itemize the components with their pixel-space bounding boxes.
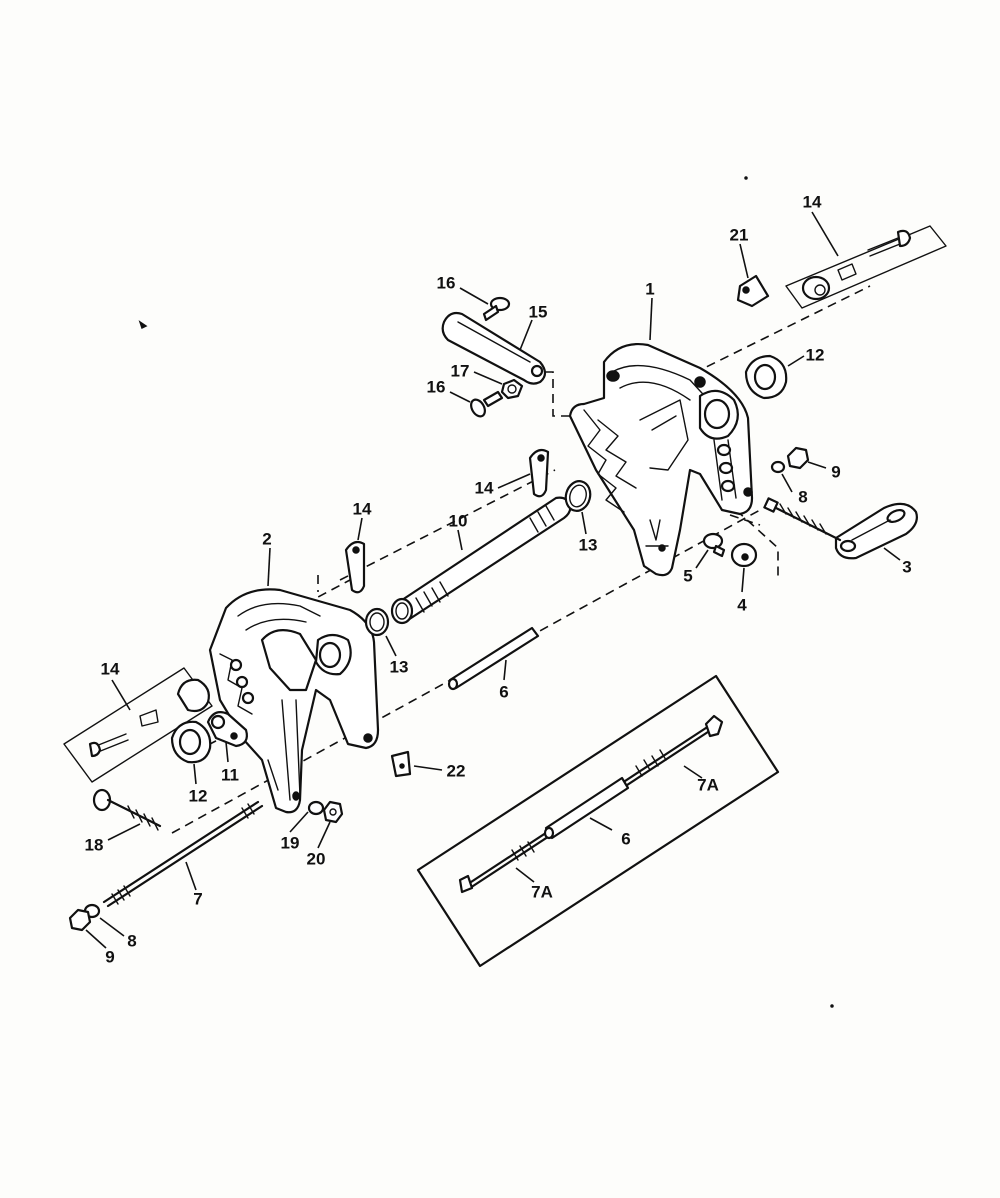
kit-box-7a: [416, 674, 780, 968]
scan-specks: [138, 176, 834, 1008]
part-11-anchor-plate: [206, 711, 248, 748]
part-18-bolt: [92, 788, 162, 831]
part-6-tube: [447, 626, 540, 691]
part-4-washer: [730, 542, 758, 568]
part-15-link-plate: [441, 311, 547, 385]
callout-3: 3: [902, 557, 911, 576]
callout-1: 1: [645, 279, 654, 298]
callout-17: 17: [451, 361, 470, 380]
part-22-clip: [390, 750, 412, 778]
part-14-tab-upper: [528, 448, 550, 498]
callout-8-right: 8: [798, 487, 807, 506]
callout-16-upper: 16: [437, 273, 456, 292]
callout-14-left-kit: 14: [101, 659, 120, 678]
part-5-bolt: [702, 532, 726, 558]
leader-lines: [85, 211, 901, 949]
callout-12-left: 12: [189, 786, 208, 805]
callout-6-kit: 6: [621, 829, 630, 848]
callout-13-lower: 13: [390, 657, 409, 676]
callout-9-left: 9: [105, 947, 114, 966]
callout-20: 20: [307, 849, 326, 868]
part-3-tilt-lever: [763, 497, 918, 560]
part-16-screw: [470, 296, 511, 418]
callout-21: 21: [730, 225, 749, 244]
part-20-nut: [322, 800, 344, 824]
part-2-clamp-bracket-port: [208, 588, 380, 814]
part-19-washer: [307, 800, 325, 816]
part-13-o-ring: [364, 480, 592, 637]
callout-7a-lower: 7A: [531, 882, 553, 901]
part-1-clamp-bracket-starboard: [568, 343, 754, 577]
callout-6-assembly: 6: [499, 682, 508, 701]
part-7-tilt-rod: [102, 800, 264, 908]
callout-14-right-kit: 14: [803, 192, 822, 211]
part-21-wedge: [736, 274, 770, 308]
callout-10: 10: [449, 511, 468, 530]
callout-labels: 1 2 3 4 5 6 6 7 7A 7A 8 8 9 9 10 11 12 1…: [85, 192, 912, 966]
callout-5: 5: [683, 566, 692, 585]
callout-22: 22: [447, 761, 466, 780]
callout-11: 11: [221, 765, 239, 784]
callout-4: 4: [737, 595, 747, 614]
callout-8-left: 8: [127, 931, 136, 950]
part-14-kit-left: [63, 667, 213, 783]
part-14-tab-lower: [344, 540, 366, 594]
callout-18: 18: [85, 835, 104, 854]
callout-19: 19: [281, 833, 300, 852]
callout-13-upper: 13: [579, 535, 598, 554]
callout-16-lower: 16: [427, 377, 446, 396]
callout-7: 7: [193, 889, 202, 908]
callout-15: 15: [529, 302, 548, 321]
callout-14-upper-tab: 14: [475, 478, 494, 497]
part-10-swivel-tube: [390, 496, 572, 625]
callout-14-lower-tab: 14: [353, 499, 372, 518]
callout-12-right: 12: [806, 345, 825, 364]
callout-7a-upper: 7A: [697, 775, 719, 794]
part-9-nut: [68, 446, 810, 932]
part-14-kit-right: [785, 225, 947, 309]
callout-2: 2: [262, 529, 271, 548]
callout-9-right: 9: [831, 462, 840, 481]
part-17-spacer: [500, 378, 524, 400]
